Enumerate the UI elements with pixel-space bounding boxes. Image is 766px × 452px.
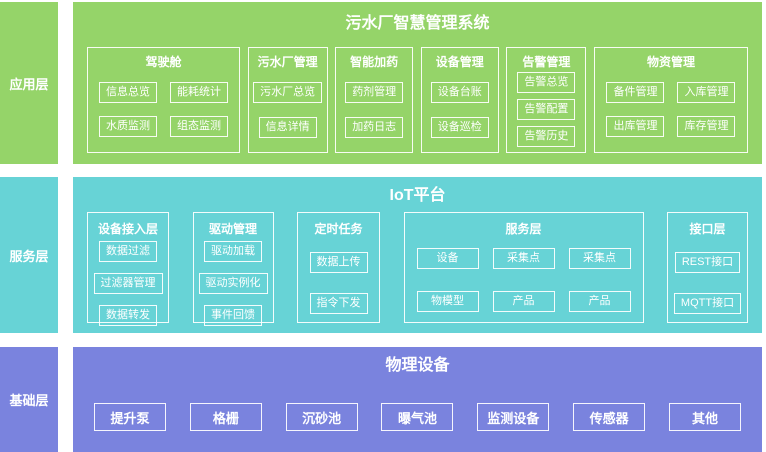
item-box: 告警总览 [517,72,576,93]
service-layer-row: 服务层 IoT平台 设备接入层 数据过滤 过滤器管理 数据转发 驱动管理 驱动加… [0,177,762,333]
item-box: 设备巡检 [430,117,489,138]
group-items: REST接口 MQTT接口 [673,252,742,314]
group-title: 驾驶舱 [145,55,182,69]
service-groups: 设备接入层 数据过滤 过滤器管理 数据转发 驱动管理 驱动加载 驱动实例化 事件… [73,212,762,326]
group-items: 设备台账 设备巡检 [430,82,489,138]
group-cockpit: 驾驶舱 信息总览 能耗统计 水质监测 组态监测 [87,47,240,153]
device-box: 其他 [668,403,741,431]
group-alarm-management: 告警管理 告警总览 告警配置 告警历史 [506,47,587,153]
group-title: 智能加药 [350,55,399,69]
item-box: 采集点 [492,248,555,269]
item-box: 加药日志 [345,117,404,138]
group-title: 告警管理 [522,55,571,69]
item-box: 污水厂总览 [253,82,323,103]
group-items: 备件管理 入库管理 出库管理 库存管理 [606,82,736,137]
item-box: 设备 [416,248,479,269]
item-box: 物模型 [416,291,479,312]
group-interface-layer: 接口层 REST接口 MQTT接口 [667,212,748,323]
device-box: 曝气池 [381,403,454,431]
group-driver-management: 驱动管理 驱动加载 驱动实例化 事件回馈 [192,212,274,326]
iot-platform-panel: IoT平台 设备接入层 数据过滤 过滤器管理 数据转发 驱动管理 驱动加载 驱动… [73,177,762,333]
item-box: 药剂管理 [345,82,404,103]
device-box: 监测设备 [477,403,550,431]
group-title: 污水厂管理 [257,55,318,69]
item-box: 数据转发 [99,305,157,326]
service-layer-label: 服务层 [0,177,58,333]
group-title: 设备接入层 [97,222,158,236]
group-smart-dosing: 智能加药 药剂管理 加药日志 [335,47,414,153]
group-items: 污水厂总览 信息详情 [253,82,323,138]
physical-devices-panel: 物理设备 提升泵 格栅 沉砂池 曝气池 监测设备 传感器 其他 [73,347,762,452]
item-box: 出库管理 [606,116,665,137]
item-box: 组态监测 [170,116,228,137]
group-items: 告警总览 告警配置 告警历史 [517,72,576,147]
item-box: MQTT接口 [673,293,742,314]
physical-devices-title: 物理设备 [385,357,450,374]
item-box: 数据过滤 [99,241,157,262]
group-items: 数据上传 指令下发 [309,252,368,314]
group-service-sublayer: 服务层 设备 采集点 采集点 物模型 产品 产品 [403,212,644,323]
item-box: 事件回馈 [204,305,262,326]
group-scheduled-tasks: 定时任务 数据上传 指令下发 [297,212,380,323]
group-plant-management: 污水厂管理 污水厂总览 信息详情 [247,47,328,153]
item-box: 数据上传 [309,252,368,273]
device-box: 传感器 [573,403,646,431]
iot-platform-title: IoT平台 [389,187,446,204]
application-panel: 污水厂智慧管理系统 驾驶舱 信息总览 能耗统计 水质监测 组态监测 污水厂管理 … [73,2,762,164]
device-box: 提升泵 [94,403,166,431]
device-box: 沉砂池 [285,403,358,431]
item-box: 驱动加载 [204,241,262,262]
group-items: 设备 采集点 采集点 物模型 产品 产品 [416,248,631,312]
group-device-access: 设备接入层 数据过滤 过滤器管理 数据转发 [87,212,169,326]
item-box: 告警历史 [517,126,576,147]
item-box: 产品 [568,291,631,312]
item-box: 产品 [492,291,555,312]
group-equipment-management: 设备管理 设备台账 设备巡检 [420,47,499,153]
group-title: 接口层 [689,222,726,236]
item-box: 库存管理 [677,116,736,137]
application-panel-title: 污水厂智慧管理系统 [345,15,490,32]
item-box: 设备台账 [430,82,489,103]
item-box: 水质监测 [99,116,157,137]
application-layer-row: 应用层 污水厂智慧管理系统 驾驶舱 信息总览 能耗统计 水质监测 组态监测 污水… [0,2,762,164]
item-box: 驱动实例化 [198,273,268,294]
item-box: 信息总览 [99,82,157,103]
group-title: 服务层 [505,222,542,236]
group-title: 驱动管理 [208,222,257,236]
item-box: 入库管理 [677,82,736,103]
item-box: 过滤器管理 [93,273,163,294]
application-groups: 驾驶舱 信息总览 能耗统计 水质监测 组态监测 污水厂管理 污水厂总览 信息详情 [73,47,762,153]
group-title: 设备管理 [435,55,484,69]
group-title: 定时任务 [314,222,363,236]
application-layer-label: 应用层 [0,2,58,164]
group-materials-management: 物资管理 备件管理 入库管理 出库管理 库存管理 [593,47,748,153]
item-box: REST接口 [674,252,741,273]
group-items: 数据过滤 过滤器管理 数据转发 [93,241,163,326]
group-items: 驱动加载 驱动实例化 事件回馈 [198,241,268,326]
item-box: 采集点 [568,248,631,269]
physical-device-items: 提升泵 格栅 沉砂池 曝气池 监测设备 传感器 其他 [73,403,762,431]
item-box: 告警配置 [517,99,576,120]
device-box: 格栅 [189,403,262,431]
group-items: 信息总览 能耗统计 水质监测 组态监测 [99,82,228,137]
base-layer-row: 基础层 物理设备 提升泵 格栅 沉砂池 曝气池 监测设备 传感器 其他 [0,347,762,452]
item-box: 指令下发 [309,293,368,314]
item-box: 能耗统计 [170,82,228,103]
group-title: 物资管理 [646,55,695,69]
item-box: 信息详情 [258,117,317,138]
group-items: 药剂管理 加药日志 [345,82,404,138]
base-layer-label: 基础层 [0,347,58,452]
item-box: 备件管理 [606,82,665,103]
